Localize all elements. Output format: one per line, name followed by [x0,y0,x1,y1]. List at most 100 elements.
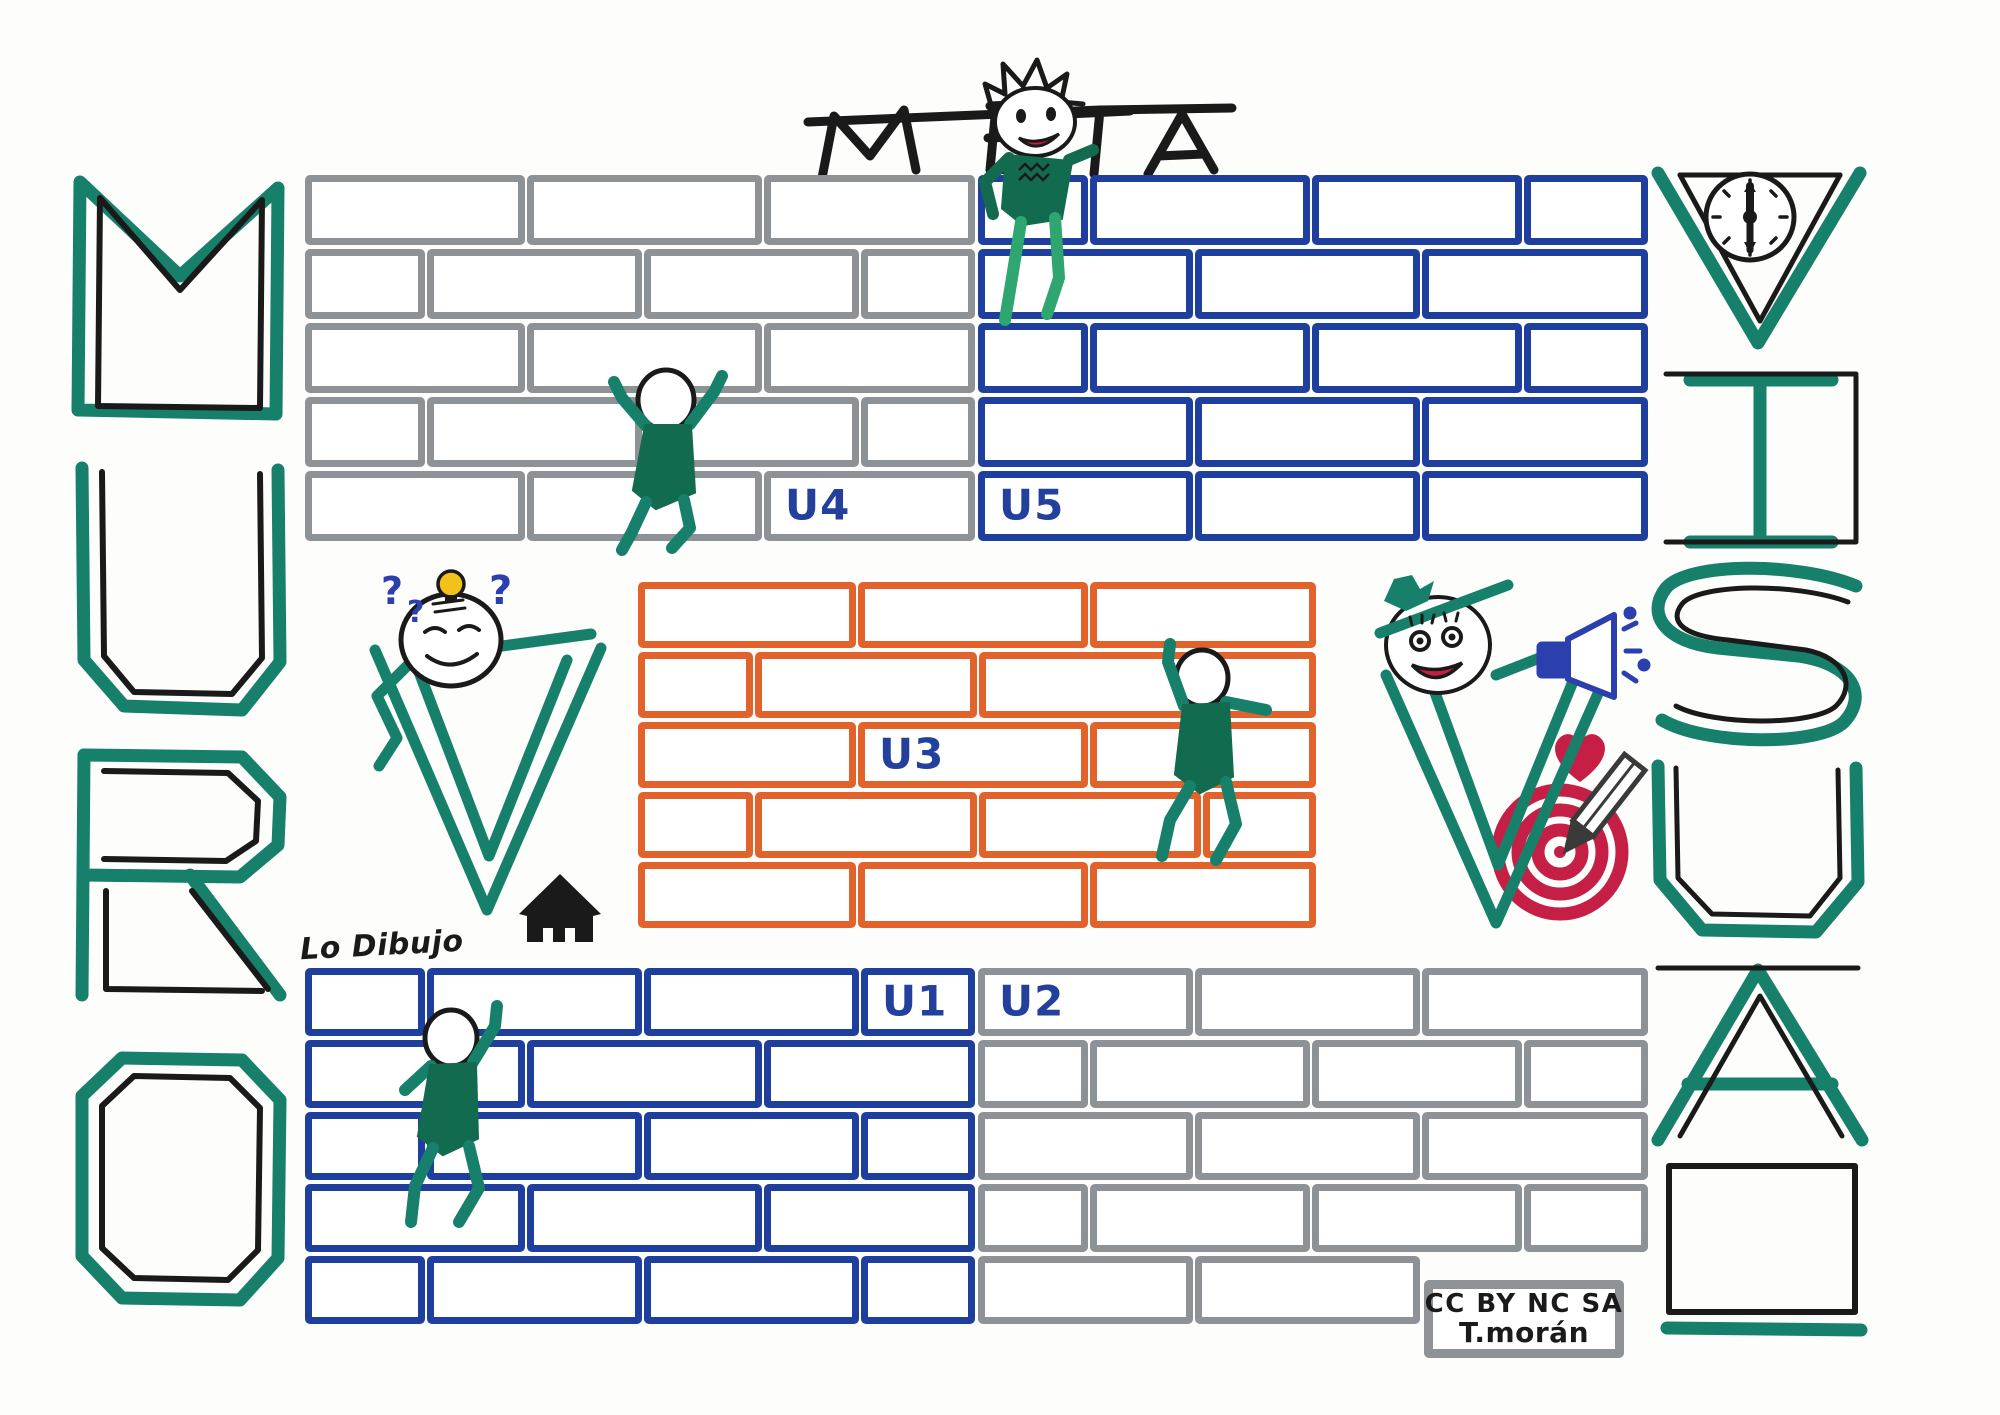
brick [978,1040,1088,1108]
brick [1090,582,1316,648]
brick [861,397,975,467]
unit-label-u4: U4 [785,480,851,530]
brick [1195,397,1420,467]
brick-u5: U5 [978,471,1193,541]
unit-label-u3: U3 [879,729,945,779]
climbing-figure-gray-wall [598,367,738,556]
brick [861,1112,975,1180]
brick [755,652,977,718]
brick-u2: U2 [978,968,1193,1036]
brick [638,582,856,648]
wall-gray-top: U4 [305,175,975,575]
brick [1312,1040,1522,1108]
brick-u3-label: U3 [858,722,1088,788]
brick [1312,175,1522,245]
brick-u1: U1 [861,968,975,1036]
brick [644,1112,859,1180]
brick-u4: U4 [764,471,975,541]
brick [1422,968,1648,1036]
license-line-1: CC BY NC SA [1424,1288,1624,1319]
pencil-icon [1545,745,1655,875]
brick [764,175,975,245]
brick [978,1184,1088,1252]
thinking-v-character: ? ? ? [355,568,615,930]
brick [1195,471,1420,541]
brick [427,397,642,467]
brick [1422,471,1648,541]
svg-text:?: ? [381,569,403,613]
announcing-v-character [1374,575,1678,935]
lo-dibujo-note: Lo Dibujo [299,923,465,968]
brick [427,249,642,319]
brick-u3 [638,722,856,788]
brick [978,1112,1193,1180]
brick [1524,1184,1648,1252]
unit-label-u2: U2 [999,976,1065,1026]
license-stamp: CC BY NC SA T.morán [1424,1280,1624,1358]
brick [305,249,425,319]
brick [427,1256,642,1324]
brick [638,652,753,718]
brick [1524,1040,1648,1108]
brick [305,1112,425,1180]
brick [644,1256,859,1324]
brick [1422,249,1648,319]
big-letter-L [1655,1160,1875,1340]
brick [861,249,975,319]
brick [764,1184,975,1252]
brick [1195,968,1420,1036]
brick [1524,175,1648,245]
brick [1090,323,1310,393]
brick [1090,1040,1310,1108]
brick [858,862,1088,928]
svg-text:?: ? [407,595,424,630]
clock-icon [1700,170,1800,265]
unit-label-u1: U1 [882,976,948,1026]
brick [1312,1184,1522,1252]
brick [979,652,1201,718]
brick [1195,1112,1420,1180]
brick [638,862,856,928]
big-letter-O [72,1050,292,1310]
brick [1090,1184,1310,1252]
brick [1195,249,1420,319]
brick [1312,323,1522,393]
house-icon [515,870,605,950]
big-letter-S [1648,560,1872,750]
big-letter-I [1650,370,1870,555]
brick [305,175,525,245]
brick [638,792,753,858]
climbing-figure-orange-wall [1140,638,1290,870]
brick [755,792,977,858]
svg-text:?: ? [489,568,512,614]
brick [644,968,859,1036]
brick [858,582,1088,648]
big-letter-U2 [1650,759,1870,945]
wall-orange-middle: U3 [638,582,1316,954]
brick [305,471,525,541]
license-line-2: T.morán [1458,1315,1590,1349]
brick [527,1184,762,1252]
unit-label-u5: U5 [999,480,1065,530]
brick [527,175,762,245]
brick [305,323,525,393]
brick [1422,1112,1648,1180]
brick [1524,323,1648,393]
brick [1090,175,1310,245]
brick [527,1040,762,1108]
big-letter-M [70,170,290,430]
brick [1195,1256,1420,1324]
brick [764,323,975,393]
wall-blue-top: U5 [978,175,1648,575]
brick [305,397,425,467]
climbing-figure-blue-wall [385,1000,535,1230]
brick [305,968,425,1036]
brick [1422,397,1648,467]
big-letter-A [1650,960,1870,1150]
climbing-figure-top [975,57,1115,328]
brick [644,249,859,319]
brick [427,968,642,1036]
brick [764,1040,975,1108]
brick [861,1256,975,1324]
